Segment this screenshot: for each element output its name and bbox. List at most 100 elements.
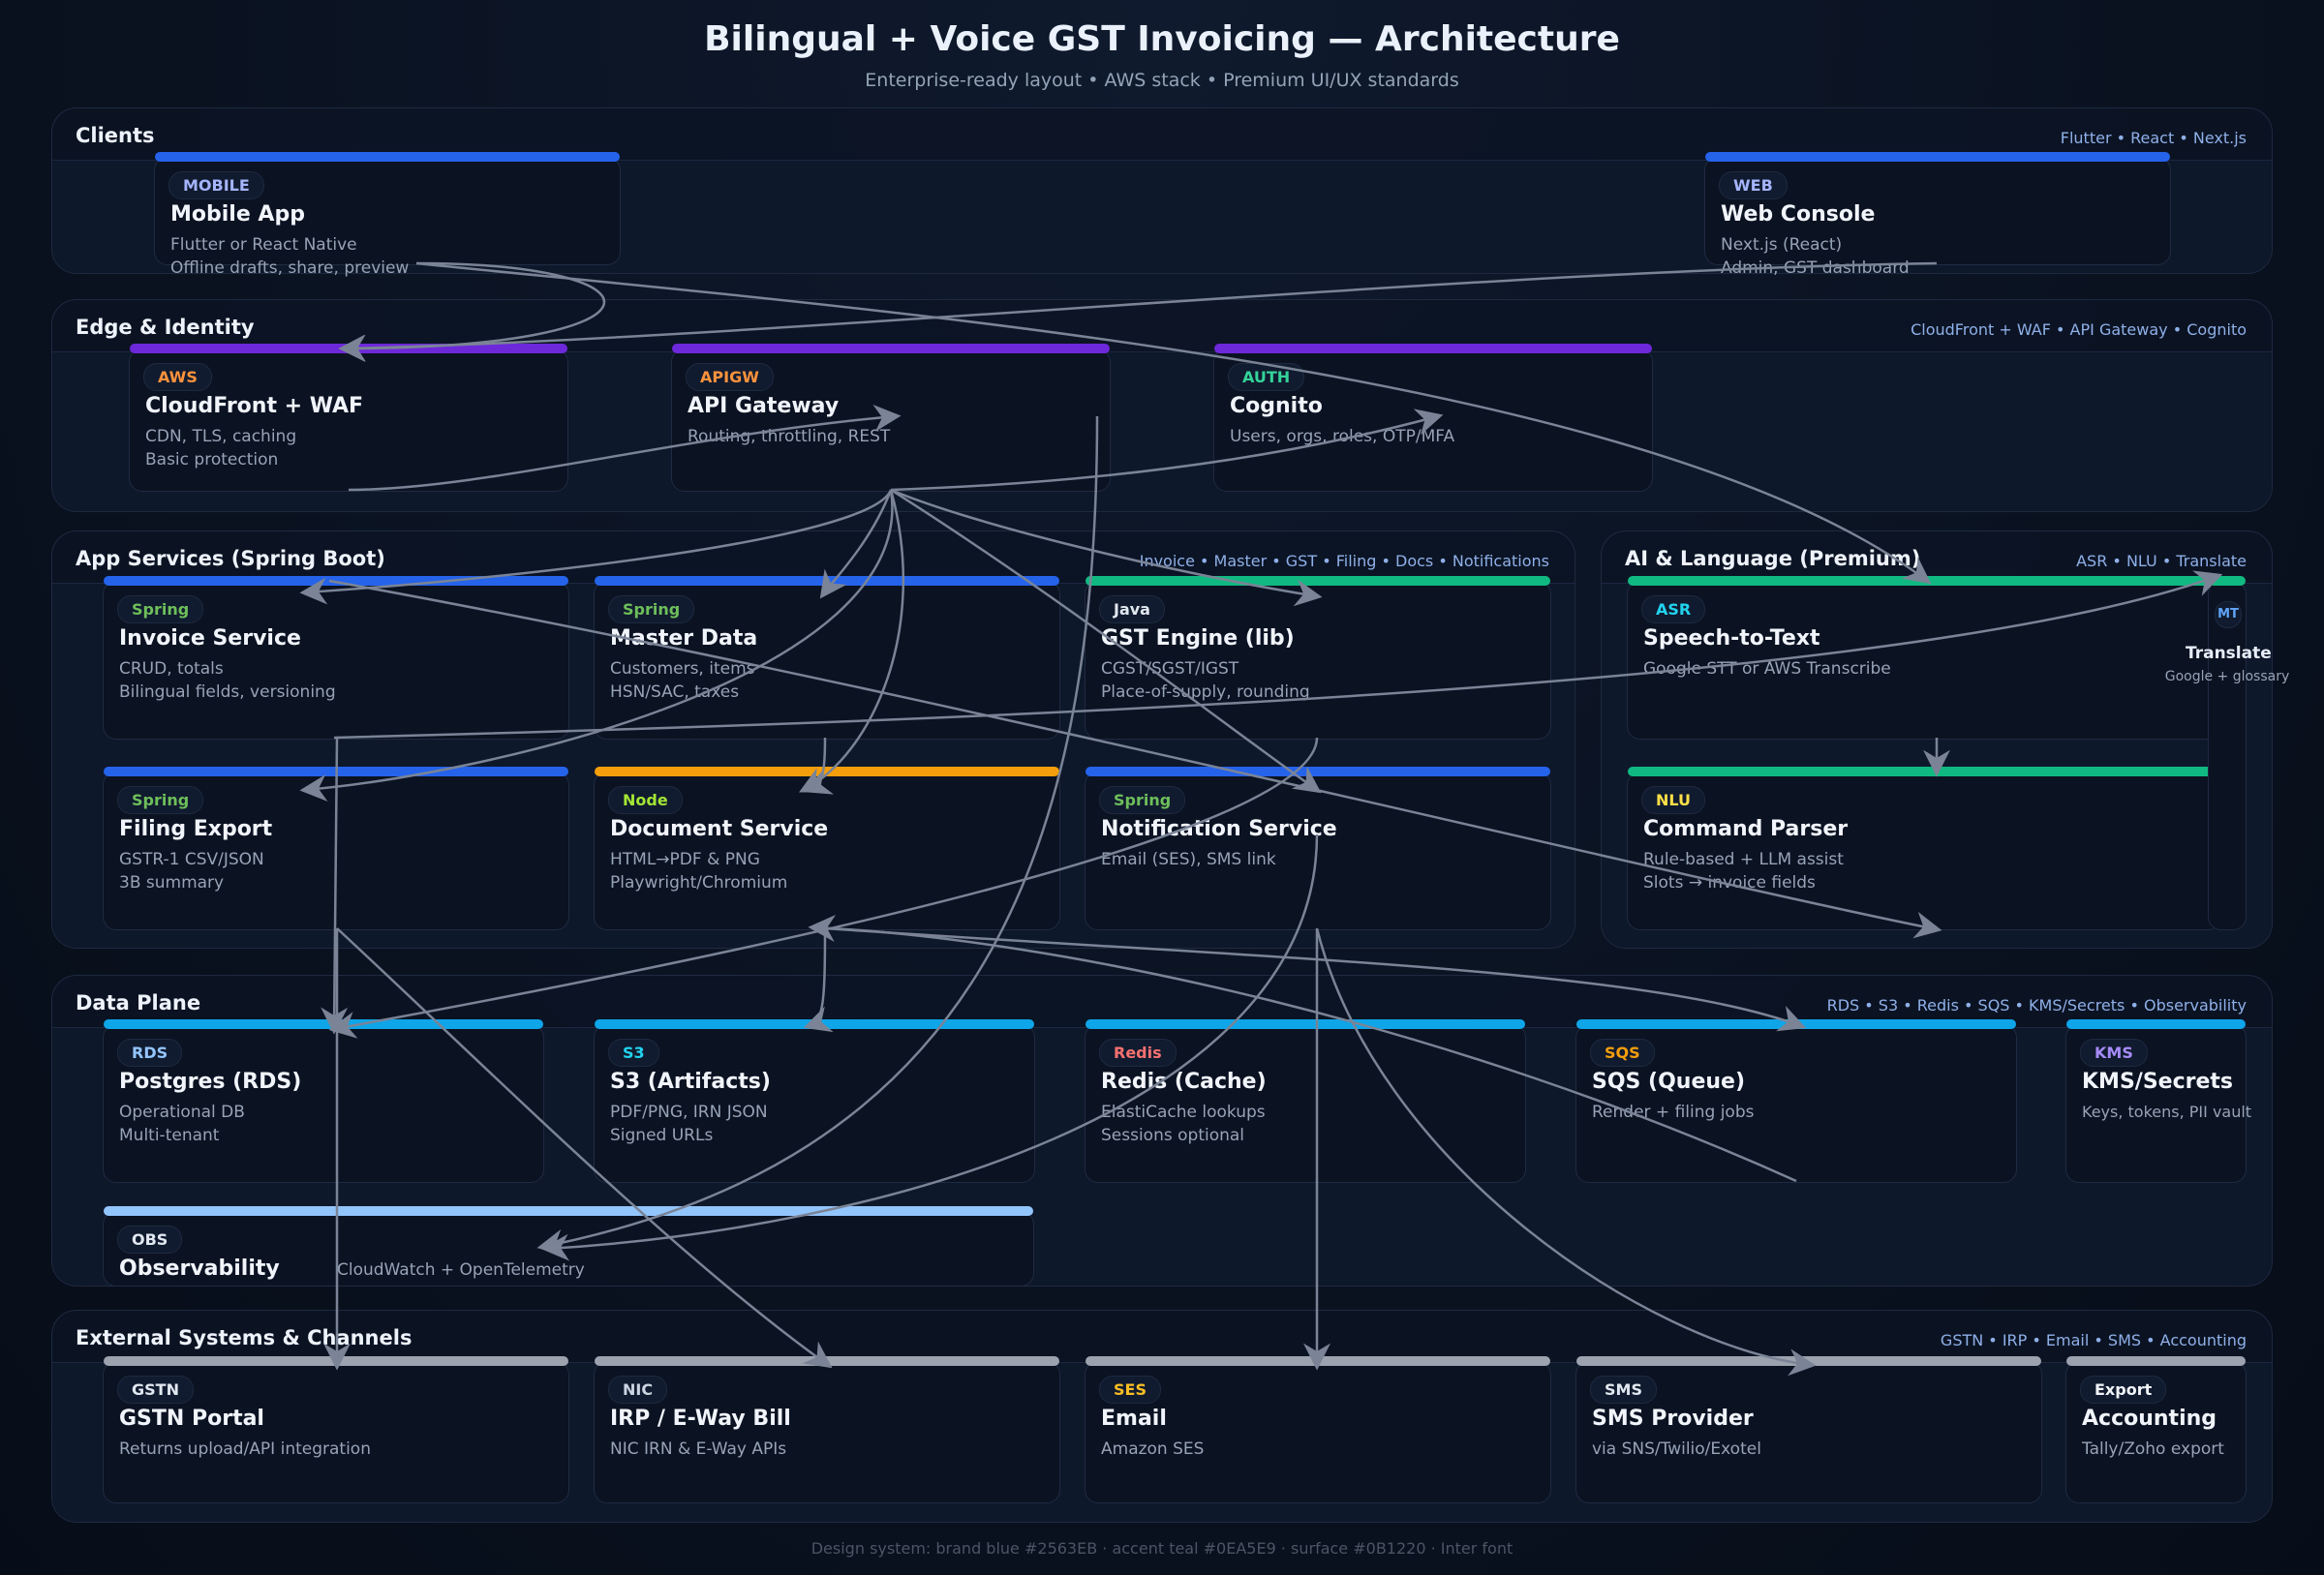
section-title: App Services (Spring Boot) <box>76 547 385 570</box>
card-title: GSTN Portal <box>119 1407 264 1431</box>
card-line: Keys, tokens, PII vault <box>2082 1103 2252 1121</box>
card-line: NIC IRN & E-Way APIs <box>610 1439 787 1459</box>
card-title: IRP / E-Way Bill <box>610 1407 791 1431</box>
card-badge: Spring <box>117 595 204 623</box>
card-title: Email <box>1101 1407 1167 1431</box>
card-accent-bar <box>2066 1019 2246 1029</box>
card-accent-bar <box>2066 1356 2246 1366</box>
card-line: GSTR-1 CSV/JSON <box>119 850 264 869</box>
card-line: Tally/Zoho export <box>2082 1439 2224 1459</box>
card-line: CDN, TLS, caching <box>145 427 297 446</box>
edge-mobile-to-asr <box>415 261 1932 585</box>
card-badge: Spring <box>117 786 204 814</box>
card-badge: SES <box>1099 1376 1161 1404</box>
card-accent-bar <box>1214 344 1652 353</box>
edge-mobile-to-cloudfront <box>338 261 606 362</box>
card-accent-bar <box>104 1206 1033 1216</box>
card-line: HTML→PDF & PNG <box>610 850 760 869</box>
edge-notification-to-sms <box>1315 927 1817 1377</box>
section-tags: Flutter • React • Next.js <box>2060 129 2247 147</box>
card-line: Customers, items <box>610 659 755 679</box>
edge-document-to-sqs <box>824 926 1807 1032</box>
card-line: Google + glossary <box>2164 669 2290 684</box>
section-title: External Systems & Channels <box>76 1326 413 1349</box>
card-title: CloudFront + WAF <box>145 394 364 418</box>
card-title: API Gateway <box>688 394 840 418</box>
card-line: Next.js (React) <box>1721 235 1843 255</box>
card-badge: MOBILE <box>168 171 264 199</box>
card-title: Speech-to-Text <box>1643 626 1820 651</box>
edge-master-to-document <box>803 737 834 795</box>
card-title: KMS/Secrets <box>2082 1070 2234 1094</box>
card-line: CloudWatch + OpenTelemetry <box>337 1260 585 1280</box>
card-line: ElastiCache lookups <box>1101 1103 1266 1122</box>
page-title: Bilingual + Voice GST Invoicing — Archit… <box>704 19 1620 59</box>
edge-apigw-to-cognito <box>890 409 1444 492</box>
edge-web-to-cloudfront <box>338 261 1938 362</box>
card-title: Postgres (RDS) <box>119 1070 302 1094</box>
section-title: Data Plane <box>76 991 201 1015</box>
card-line: Users, orgs, roles, OTP/MFA <box>1230 427 1455 446</box>
edge-apigw-to-filing <box>299 489 894 803</box>
card-observability[interactable]: OBS Observability CloudWatch + OpenTelem… <box>103 1206 1034 1287</box>
card-line: 3B summary <box>119 873 225 893</box>
edge-document-to-s3 <box>803 927 834 1033</box>
section-title: AI & Language (Premium) <box>1625 547 1921 570</box>
card-accent-bar <box>2209 576 2246 586</box>
edge-apigw-to-master <box>819 489 893 599</box>
edge-filing-to-translate <box>333 570 2223 740</box>
card-badge: Spring <box>608 595 695 623</box>
card-line: Routing, throttling, REST <box>688 427 891 446</box>
card-badge: MT <box>2215 601 2242 628</box>
card-title: SMS Provider <box>1592 1407 1754 1431</box>
card-title: Command Parser <box>1643 817 1849 841</box>
card-cognito[interactable]: AUTH Cognito Users, orgs, roles, OTP/MFA <box>1213 344 1653 492</box>
card-line: Offline drafts, share, preview <box>170 258 410 278</box>
card-line: via SNS/Twilio/Exotel <box>1592 1439 1761 1459</box>
card-accent-bar <box>1705 152 2170 162</box>
edge-apigw-to-notification <box>890 488 1322 794</box>
card-badge: KMS <box>2080 1039 2148 1067</box>
card-badge: RDS <box>117 1039 183 1067</box>
card-title: SQS (Queue) <box>1592 1070 1746 1094</box>
card-badge: SQS <box>1590 1039 1655 1067</box>
card-badge: Java <box>1099 595 1165 623</box>
card-accounting[interactable]: Export Accounting Tally/Zoho export <box>2065 1356 2247 1503</box>
card-accent-bar <box>672 344 1110 353</box>
card-title: Invoice Service <box>119 626 301 651</box>
card-line: Operational DB <box>119 1103 245 1122</box>
card-badge: WEB <box>1719 171 1788 199</box>
edge-apigw-to-invoice <box>299 489 893 605</box>
card-api-gateway[interactable]: APIGW API Gateway Routing, throttling, R… <box>671 344 1111 492</box>
edge-apigw-to-rds <box>536 415 1099 1257</box>
card-web-console[interactable]: WEB Web Console Next.js (React) Admin, G… <box>1704 152 2171 278</box>
card-kms-secrets[interactable]: KMS KMS/Secrets Keys, tokens, PII vault <box>2065 1019 2251 1183</box>
card-title: Notification Service <box>1101 817 1337 841</box>
card-title: Translate <box>2186 644 2272 663</box>
card-title: Cognito <box>1230 394 1323 418</box>
edge-invoice-to-nlu <box>328 579 1942 939</box>
card-line: Flutter or React Native <box>170 235 357 255</box>
page-subtitle: Enterprise-ready layout • AWS stack • Pr… <box>865 70 1459 91</box>
card-line: Playwright/Chromium <box>610 873 788 893</box>
card-invoice-service[interactable]: Spring Invoice Service CRUD, totals Bili… <box>103 576 569 740</box>
card-title: Accounting <box>2082 1407 2217 1431</box>
card-badge: ASR <box>1641 595 1706 623</box>
section-title: Edge & Identity <box>76 316 255 339</box>
section-tags: Invoice • Master • GST • Filing • Docs •… <box>1139 552 1549 570</box>
card-line: Email (SES), SMS link <box>1101 850 1276 869</box>
edge-notification-to-rds <box>328 737 1319 1039</box>
card-line: CGST/SGST/IGST <box>1101 659 1239 679</box>
card-badge: OBS <box>117 1226 183 1254</box>
card-translate[interactable]: MT Translate Google + glossary <box>2165 576 2289 930</box>
footer-design-note: Design system: brand blue #2563EB · acce… <box>810 1539 1514 1558</box>
card-title: Web Console <box>1721 202 1876 227</box>
card-badge: Export <box>2080 1376 2167 1404</box>
card-badge: GSTN <box>117 1376 194 1404</box>
card-sqs-queue[interactable]: SQS SQS (Queue) Render + filing jobs <box>1575 1019 2017 1183</box>
card-mobile-app[interactable]: MOBILE Mobile App Flutter or React Nativ… <box>154 152 621 278</box>
card-title: S3 (Artifacts) <box>610 1070 771 1094</box>
card-title: Redis (Cache) <box>1101 1070 1267 1094</box>
card-line: PDF/PNG, IRN JSON <box>610 1103 768 1122</box>
